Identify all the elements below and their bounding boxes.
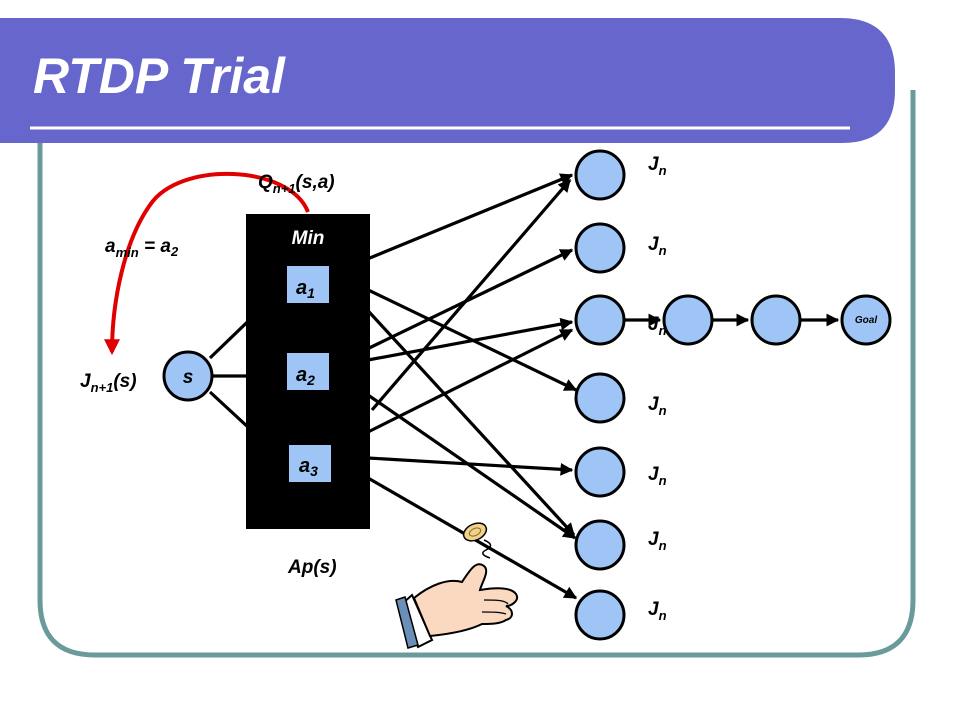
jn-label-1: Jn (648, 154, 667, 178)
edge-a2-j6 (367, 393, 577, 540)
goal-node (840, 294, 892, 346)
min-label: Min (292, 228, 325, 249)
successor-node-7 (574, 589, 626, 641)
jn-label-2: Jn (648, 234, 667, 258)
state-node-s (162, 350, 214, 402)
edge-a1-j1 (359, 173, 574, 264)
slide-frame (37, 60, 916, 658)
jn-label-6: Jn (648, 529, 667, 553)
jn-label-3: Jn (648, 314, 667, 338)
state-node-label: s (183, 367, 194, 388)
edge-a1-j4 (361, 285, 578, 392)
jn-label-5: Jn (648, 464, 667, 488)
jn-label-7: Jn (648, 599, 667, 623)
j-label: Jn+1(s) (80, 371, 137, 395)
successor-node-6 (574, 519, 626, 571)
successor-node-3 (574, 294, 626, 346)
q-label: Qn+1(s,a) (258, 172, 335, 196)
ap-label: Ap(s) (287, 557, 337, 578)
successor-node-5 (574, 446, 626, 498)
action-a2-box (287, 353, 329, 390)
action-a1-label: a1 (296, 277, 315, 301)
successor-node-2 (574, 222, 626, 274)
successor-node-1 (574, 149, 626, 201)
edge-a3-j5 (367, 456, 574, 476)
action-a3-box (289, 445, 331, 482)
jn-label-4: Jn (648, 394, 667, 418)
slide-title: RTDP Trial (33, 48, 286, 104)
action-a2-label: a2 (296, 364, 315, 388)
hand-flipping-coin-icon (395, 522, 518, 649)
edge-a3-j3 (367, 328, 574, 434)
action-a1-box (287, 266, 329, 303)
edge-a1-j6 (358, 300, 576, 537)
edge-a2-j3 (367, 317, 574, 362)
chain-node-2 (750, 294, 802, 346)
title-banner (0, 18, 895, 143)
action-a3-label: a3 (299, 455, 318, 479)
chain-node-1 (662, 294, 714, 346)
amin-label: amin = a2 (105, 236, 179, 260)
successor-node-4 (574, 372, 626, 424)
edge-a3-j1 (370, 178, 572, 412)
backup-arrow (104, 171, 310, 356)
goal-label: Goal (855, 315, 877, 326)
